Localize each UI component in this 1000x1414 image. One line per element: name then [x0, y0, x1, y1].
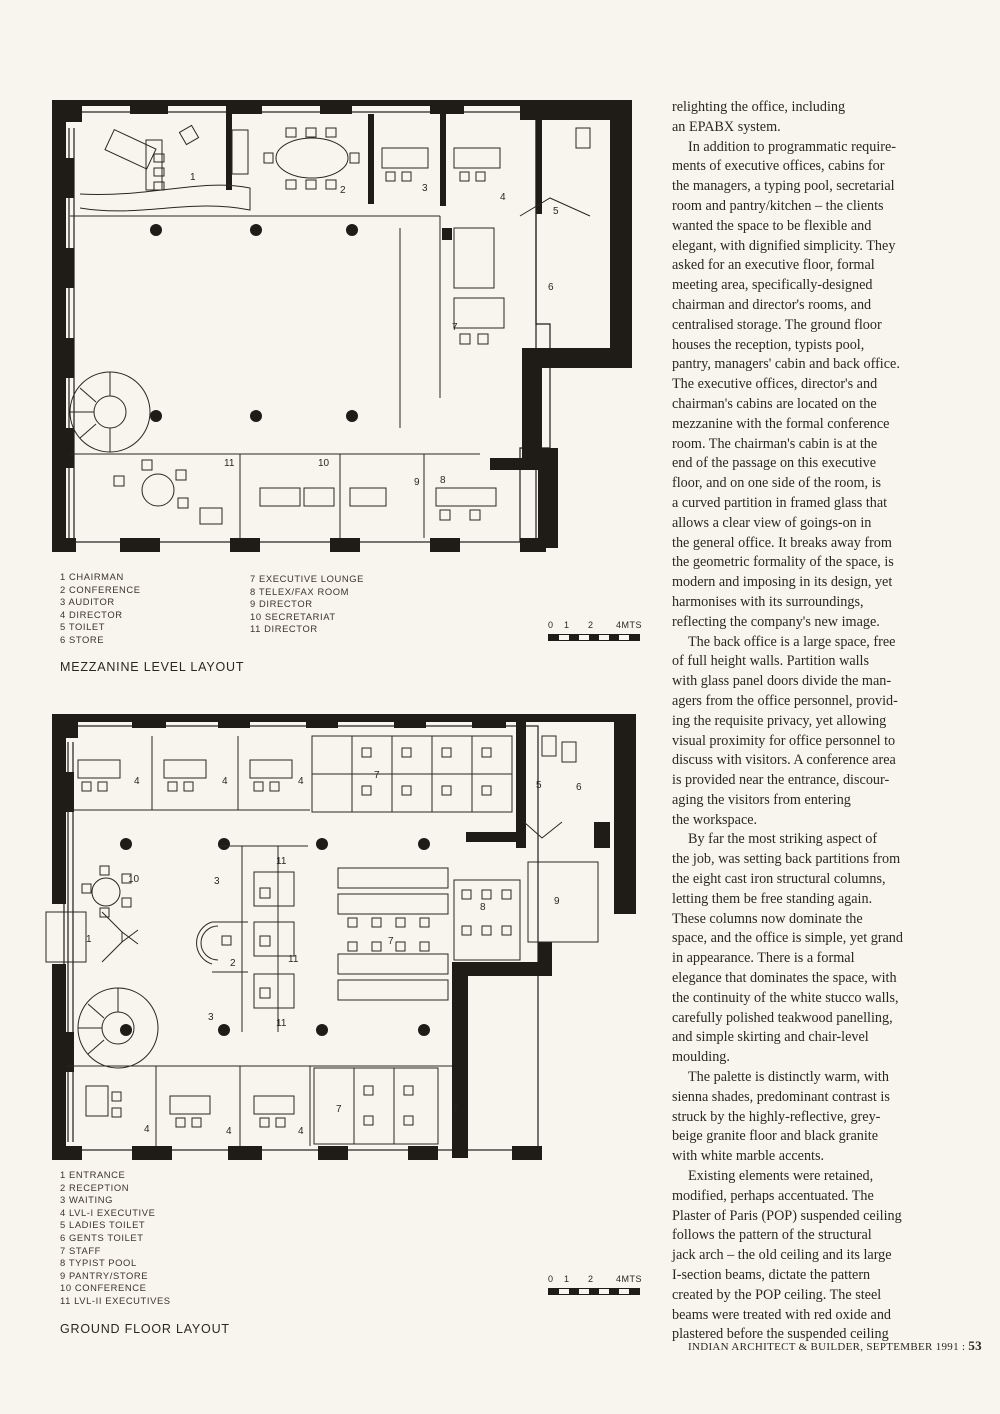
article-paragraph: Existing elements were retained, modifie…: [672, 1168, 902, 1343]
page-number: 53: [968, 1338, 982, 1353]
ground-room-3a: 3: [214, 876, 220, 887]
mezz-room-1: 1: [190, 172, 196, 183]
article-paragraph: In addition to programmatic require- men…: [672, 138, 900, 630]
legend-item: 2 CONFERENCE: [60, 583, 141, 595]
legend-item: 2 RECEPTION: [60, 1181, 130, 1193]
ground-room-7b: 7: [388, 936, 394, 947]
legend-item: 11 DIRECTOR: [250, 623, 318, 635]
ground-floor-plan: 4 4 4 7 5 6 3 11 10 8 9 1 2 7 11 3 11 4 …: [45, 714, 636, 1160]
scale-tick: 1: [564, 620, 570, 630]
mezzanine-plan-title: MEZZANINE LEVEL LAYOUT: [60, 660, 245, 674]
page-footer: INDIAN ARCHITECT & BUILDER, SEPTEMBER 19…: [688, 1338, 982, 1354]
legend-item: 7 EXECUTIVE LOUNGE: [250, 573, 364, 584]
legend-item: 1 CHAIRMAN: [60, 571, 124, 582]
ground-room-7a: 7: [374, 770, 380, 781]
article-paragraph: By far the most striking aspect of the j…: [672, 831, 903, 1066]
ground-room-7d: 7: [452, 1104, 458, 1115]
ground-room-11a: 11: [276, 856, 287, 867]
mezz-room-6: 6: [548, 282, 554, 293]
mezz-room-7: 7: [452, 322, 458, 333]
article-body: relighting the office, including an EPAB…: [672, 98, 958, 1345]
mezz-room-8: 8: [440, 475, 446, 486]
legend-item: 10 CONFERENCE: [60, 1282, 147, 1294]
ground-room-1: 1: [86, 934, 92, 945]
legend-item: 6 GENTS TOILET: [60, 1231, 144, 1243]
scale-tick: 0: [548, 620, 554, 630]
ground-room-6: 6: [576, 782, 582, 793]
ground-room-4f: 4: [298, 1126, 304, 1137]
mezzanine-legend-col2: 7 EXECUTIVE LOUNGE 8 TELEX/FAX ROOM 9 DI…: [250, 573, 364, 636]
scale-tick: 1: [564, 1274, 570, 1284]
ground-legend: 1 ENTRANCE 2 RECEPTION 3 WAITING 4 LVL-I…: [60, 1169, 171, 1308]
scale-tick: 2: [588, 1274, 594, 1284]
legend-item: 1 ENTRANCE: [60, 1169, 126, 1180]
ground-walls: [52, 714, 636, 1160]
ground-room-11c: 11: [276, 1018, 287, 1029]
ground-room-5: 5: [536, 780, 542, 791]
article-paragraph: relighting the office, including an EPAB…: [672, 99, 846, 135]
scale-tick: 4MTS: [616, 1274, 643, 1284]
legend-item: 4 DIRECTOR: [60, 608, 123, 620]
ground-room-4b: 4: [222, 776, 228, 787]
article-paragraph: The palette is distinctly warm, with sie…: [672, 1069, 890, 1165]
ground-columns: [120, 838, 430, 1036]
publication-line: INDIAN ARCHITECT & BUILDER, SEPTEMBER 19…: [688, 1341, 966, 1353]
ground-room-7c: 7: [336, 1104, 342, 1115]
legend-item: 4 LVL-I EXECUTIVE: [60, 1206, 156, 1218]
legend-item: 6 STORE: [60, 633, 105, 645]
legend-item: 3 AUDITOR: [60, 596, 115, 608]
ground-room-3b: 3: [208, 1012, 214, 1023]
mezzanine-columns: [150, 224, 358, 422]
legend-item: 11 LVL-II EXECUTIVES: [60, 1294, 171, 1306]
mezz-room-5: 5: [553, 206, 559, 217]
ground-room-8: 8: [480, 902, 486, 913]
mezz-room-10: 10: [318, 458, 330, 469]
mezz-room-9: 9: [414, 477, 420, 488]
mezzanine-floor-plan: 1 2 3 4 5 6 7 8 9 10 11: [52, 100, 632, 552]
legend-item: 8 TYPIST POOL: [60, 1257, 137, 1269]
mezz-room-3: 3: [422, 183, 428, 194]
mezz-room-2: 2: [340, 185, 346, 196]
ground-room-10: 10: [128, 874, 140, 885]
legend-item: 9 DIRECTOR: [250, 598, 313, 610]
mezz-room-11: 11: [224, 458, 235, 469]
ground-scale-bar: 0 1 2 4MTS: [548, 1274, 643, 1295]
legend-item: 7 STAFF: [60, 1244, 102, 1256]
ground-room-4a: 4: [134, 776, 140, 787]
legend-item: 5 LADIES TOILET: [60, 1219, 146, 1231]
ground-room-9: 9: [554, 896, 560, 907]
mezzanine-legend-col1: 1 CHAIRMAN 2 CONFERENCE 3 AUDITOR 4 DIRE…: [60, 571, 141, 647]
legend-item: 3 WAITING: [60, 1194, 113, 1206]
mezzanine-scale-bar: 0 1 2 4MTS: [548, 620, 643, 641]
mezz-room-4: 4: [500, 192, 506, 203]
ground-room-4e: 4: [226, 1126, 232, 1137]
scale-tick: 0: [548, 1274, 554, 1284]
legend-item: 10 SECRETARIAT: [250, 610, 336, 622]
scale-tick: 4MTS: [616, 620, 643, 630]
ground-room-11b: 11: [288, 954, 299, 965]
legend-item: 8 TELEX/FAX ROOM: [250, 585, 350, 597]
article-paragraph: The back office is a large space, free o…: [672, 633, 898, 828]
ground-room-4d: 4: [144, 1124, 150, 1135]
mezzanine-walls: [52, 100, 632, 552]
ground-plan-title: GROUND FLOOR LAYOUT: [60, 1322, 230, 1336]
scale-tick: 2: [588, 620, 594, 630]
ground-room-4c: 4: [298, 776, 304, 787]
ground-room-2: 2: [230, 958, 236, 969]
legend-item: 9 PANTRY/STORE: [60, 1269, 149, 1281]
legend-item: 5 TOILET: [60, 621, 106, 633]
